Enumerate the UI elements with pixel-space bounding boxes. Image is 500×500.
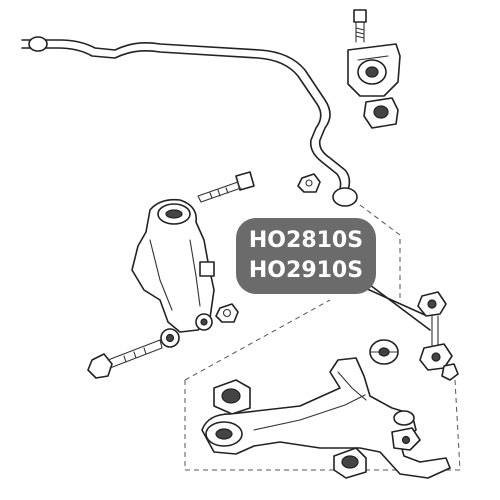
bushing-bracket xyxy=(347,43,401,97)
stabilizer-bar xyxy=(21,36,358,207)
bar-end-left xyxy=(28,36,48,52)
steering-knuckle xyxy=(131,198,215,348)
part-number-callout: HO2810S HO2910S xyxy=(236,218,376,294)
bar-end-link-eye xyxy=(332,187,358,207)
assembly-guide-lines xyxy=(184,204,461,471)
knuckle-nut xyxy=(215,303,239,323)
stabilizer-bushing xyxy=(363,97,399,129)
stabilizer-nut xyxy=(297,173,321,193)
knuckle-bolt-upper xyxy=(197,171,255,203)
compliance-bushing xyxy=(213,379,251,415)
callout-leader-line xyxy=(369,284,431,331)
part-number-2: HO2910S xyxy=(248,258,364,283)
part-number-1: HO2810S xyxy=(248,228,364,253)
knuckle-bolt-lower xyxy=(87,339,163,379)
lower-control-arm xyxy=(201,357,451,479)
arm-bushing-lower xyxy=(333,447,367,479)
arm-bushing-upper xyxy=(369,339,399,365)
bracket-bolt xyxy=(353,9,367,43)
stabilizer-link xyxy=(364,287,459,381)
